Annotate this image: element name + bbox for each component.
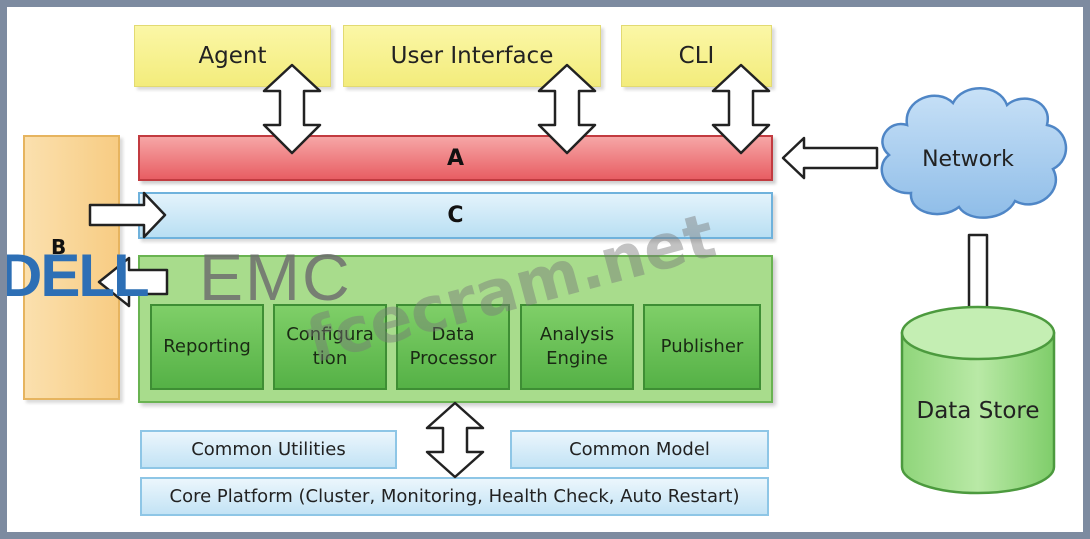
analysis-engine-label-line2: Engine [546, 348, 608, 369]
cli-double-arrow [711, 63, 771, 155]
reporting-label: Reporting [163, 336, 251, 357]
configuration-module: Configura tion [273, 304, 387, 390]
analysis-engine-module: Analysis Engine [520, 304, 634, 390]
modules-to-b-arrow [97, 256, 169, 308]
network-cloud [880, 87, 1068, 219]
agent-box: Agent [134, 25, 331, 87]
block-b-label: B [51, 235, 67, 259]
data-store-label-wrap: Data Store [902, 391, 1054, 431]
layer-c-label: C [447, 203, 464, 228]
b-to-c-arrow [88, 191, 167, 239]
data-processor-label-line1: Data [431, 324, 475, 345]
core-platform-label: Core Platform (Cluster, Monitoring, Heal… [169, 486, 740, 507]
data-processor-label-line2: Processor [409, 348, 497, 369]
layer-c-box: C [138, 192, 773, 239]
diagram-canvas: Agent User Interface CLI A C B Reporting… [7, 7, 1083, 532]
configuration-label-line1: Configura [286, 324, 374, 345]
analysis-engine-label-line1: Analysis [539, 324, 615, 345]
cli-label: CLI [678, 43, 715, 69]
data-store-cylinder [900, 305, 1056, 495]
agent-double-arrow [262, 63, 322, 155]
block-b-box: B [23, 135, 120, 400]
layer-a-label: A [446, 145, 465, 171]
common-utilities-label: Common Utilities [191, 439, 346, 460]
common-model-box: Common Model [510, 430, 769, 469]
diagram-shapes [88, 63, 1068, 495]
emc-logo-watermark: EMC [199, 240, 352, 314]
data-store-label: Data Store [916, 398, 1040, 424]
publisher-label: Publisher [660, 336, 744, 357]
publisher-module: Publisher [643, 304, 761, 390]
common-utilities-box: Common Utilities [140, 430, 397, 469]
foundation-double-arrow [425, 401, 485, 479]
data-processor-module: Data Processor [396, 304, 510, 390]
user-interface-label: User Interface [390, 43, 554, 69]
agent-label: Agent [198, 43, 267, 69]
configuration-label-line2: tion [312, 348, 348, 369]
network-label-wrap: Network [893, 139, 1043, 179]
layer-a-box: A [138, 135, 773, 181]
ui-double-arrow [537, 63, 597, 155]
network-label: Network [922, 146, 1014, 172]
dell-logo-watermark: DELL [7, 242, 150, 309]
network-to-a-arrow [781, 136, 879, 180]
reporting-module: Reporting [150, 304, 264, 390]
common-model-label: Common Model [569, 439, 710, 460]
